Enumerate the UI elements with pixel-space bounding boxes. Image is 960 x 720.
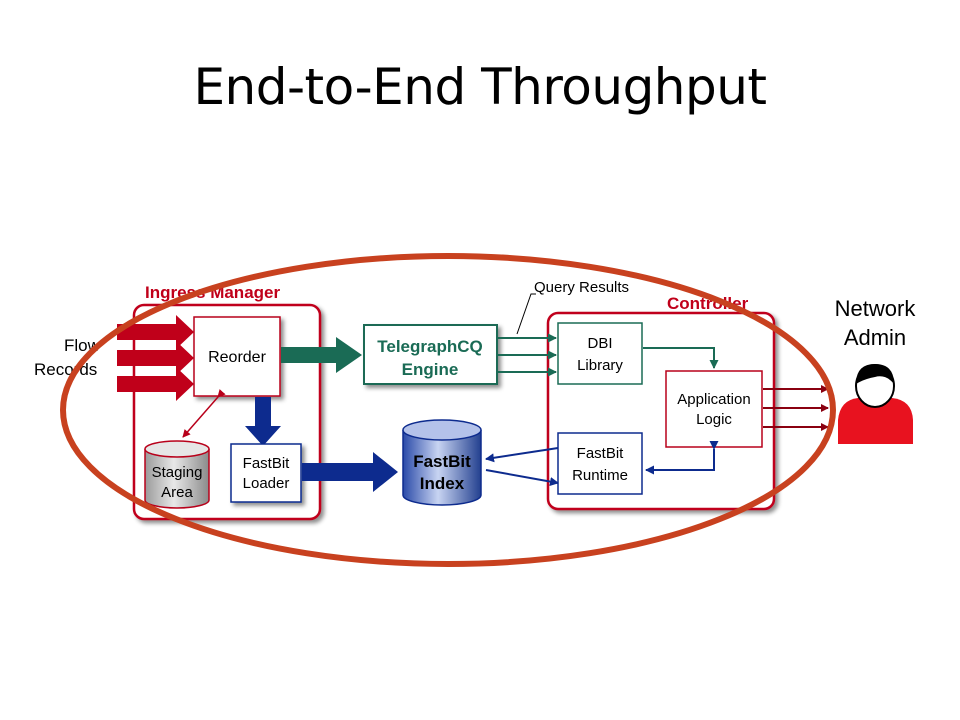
fastbit-runtime-label-2: Runtime [572, 467, 628, 484]
fastbit-loader-label-2: Loader [243, 475, 290, 492]
dbi-label-1: DBI [587, 335, 612, 352]
reorder-label: Reorder [208, 349, 266, 366]
fastbit-index-cylinder: FastBit Index [402, 419, 482, 506]
network-admin-person-icon [838, 364, 913, 444]
staging-label-2: Area [161, 484, 193, 501]
reorder-telegraph-arrow [281, 337, 362, 373]
telegraphcq-label-1: TelegraphCQ [377, 337, 482, 356]
slide-title: End-to-End Throughput [193, 58, 767, 116]
fastbit-runtime-label-1: FastBit [577, 445, 625, 462]
fastbit-loader-box: FastBit Loader [230, 443, 302, 503]
dbi-library-box: DBI Library [557, 322, 643, 385]
highlight-ellipse [60, 253, 836, 567]
network-admin-label-2: Admin [844, 325, 906, 350]
reorder-box: Reorder [193, 316, 281, 397]
fastbit-index-label-1: FastBit [413, 452, 471, 471]
query-results-arrows [498, 293, 557, 377]
dbi-applogic-arrow [643, 347, 719, 369]
staging-label-1: Staging [152, 464, 203, 481]
fastbit-runtime-box: FastBit Runtime [557, 432, 643, 495]
app-logic-label-2: Logic [696, 411, 732, 428]
reorder-staging-arrow [182, 389, 226, 438]
flow-records-arrows [117, 315, 194, 401]
fastbit-index-label-2: Index [420, 474, 465, 493]
dbi-label-2: Library [577, 357, 623, 374]
output-arrows [763, 385, 829, 431]
applogic-runtime-arrow [645, 441, 719, 475]
telegraphcq-engine-box: TelegraphCQ Engine [363, 324, 498, 385]
loader-index-arrow [302, 452, 398, 492]
network-admin-label-1: Network [835, 296, 917, 321]
index-runtime-arrows [485, 447, 559, 487]
app-logic-label-1: Application [677, 391, 750, 408]
fastbit-loader-label-1: FastBit [243, 455, 291, 472]
telegraphcq-label-2: Engine [402, 360, 459, 379]
staging-area-cylinder: Staging Area [144, 440, 210, 509]
controller-label: Controller [667, 294, 749, 313]
flow-records-label-2: Records [34, 360, 97, 379]
reorder-loader-arrow [245, 397, 281, 446]
application-logic-box: Application Logic [665, 370, 763, 448]
query-results-label: Query Results [534, 279, 629, 296]
